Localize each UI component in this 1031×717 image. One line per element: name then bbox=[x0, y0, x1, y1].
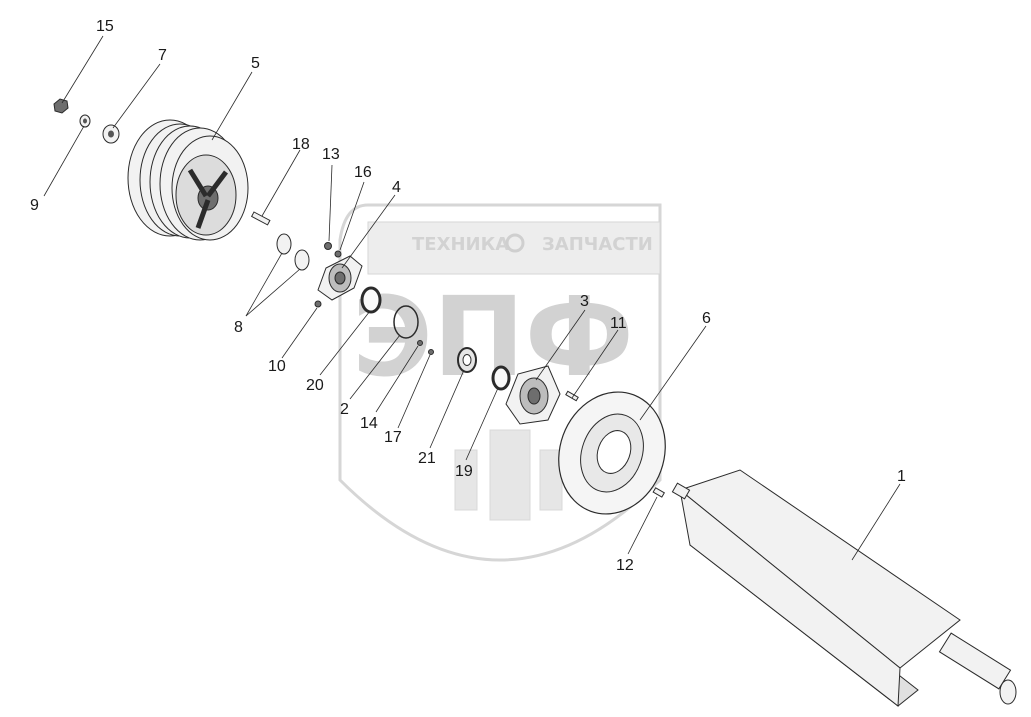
part-11-bolt bbox=[565, 390, 579, 402]
callout-1: 1 bbox=[897, 468, 906, 485]
callout-12: 12 bbox=[616, 557, 634, 574]
callout-2: 2 bbox=[340, 401, 349, 418]
callout-15: 15 bbox=[96, 18, 114, 35]
callout-14: 14 bbox=[360, 415, 378, 432]
part-1-beater-shaft bbox=[671, 469, 1017, 707]
part-18-key bbox=[250, 211, 271, 226]
watermark-gear-icon bbox=[505, 233, 525, 253]
part-17-bolt bbox=[428, 349, 434, 355]
callout-3: 3 bbox=[580, 293, 589, 310]
callout-9: 9 bbox=[30, 197, 39, 214]
callout-4: 4 bbox=[392, 179, 401, 196]
part-21-bearing bbox=[457, 347, 477, 373]
leader-lines bbox=[43, 35, 901, 561]
part-4-flange bbox=[317, 255, 363, 301]
part-3-flange bbox=[505, 365, 561, 425]
callouts: 15 7 5 9 18 13 16 4 8 10 20 2 14 17 21 1… bbox=[30, 18, 906, 574]
watermark-brand-left: ТЕХНИКА bbox=[412, 234, 509, 255]
callout-18: 18 bbox=[292, 136, 310, 153]
callout-21: 21 bbox=[418, 450, 436, 467]
callout-11: 11 bbox=[610, 315, 627, 332]
callout-16: 16 bbox=[354, 164, 372, 181]
callout-17: 17 bbox=[384, 429, 402, 446]
part-2-ring bbox=[393, 305, 419, 339]
watermark-shield bbox=[338, 203, 662, 562]
part-14-grease-fitting bbox=[417, 340, 423, 346]
part-7-washer bbox=[102, 124, 120, 144]
part-8-rings bbox=[276, 233, 310, 271]
watermark-banner bbox=[367, 221, 661, 275]
callout-20: 20 bbox=[306, 377, 324, 394]
callout-5: 5 bbox=[251, 55, 260, 72]
callout-7: 7 bbox=[158, 47, 167, 64]
callout-10: 10 bbox=[268, 358, 286, 375]
watermark-buildings bbox=[454, 429, 563, 521]
part-12-bolt bbox=[652, 487, 666, 498]
callout-6: 6 bbox=[702, 310, 711, 327]
part-5-pulley bbox=[127, 119, 249, 241]
watermark-brand-right: ЗАПЧАСТИ bbox=[542, 234, 653, 255]
part-20-seal bbox=[360, 286, 382, 314]
part-9-washer bbox=[79, 114, 91, 128]
part-15-nut bbox=[53, 98, 69, 114]
callout-8: 8 bbox=[234, 319, 243, 336]
part-10-bolt bbox=[314, 300, 322, 308]
part-13-nut bbox=[324, 242, 332, 250]
part-19-seal bbox=[491, 365, 511, 391]
callout-13: 13 bbox=[322, 146, 340, 163]
part-6-disk bbox=[558, 391, 666, 515]
part-16-nut bbox=[334, 250, 342, 258]
callout-19: 19 bbox=[455, 463, 473, 480]
